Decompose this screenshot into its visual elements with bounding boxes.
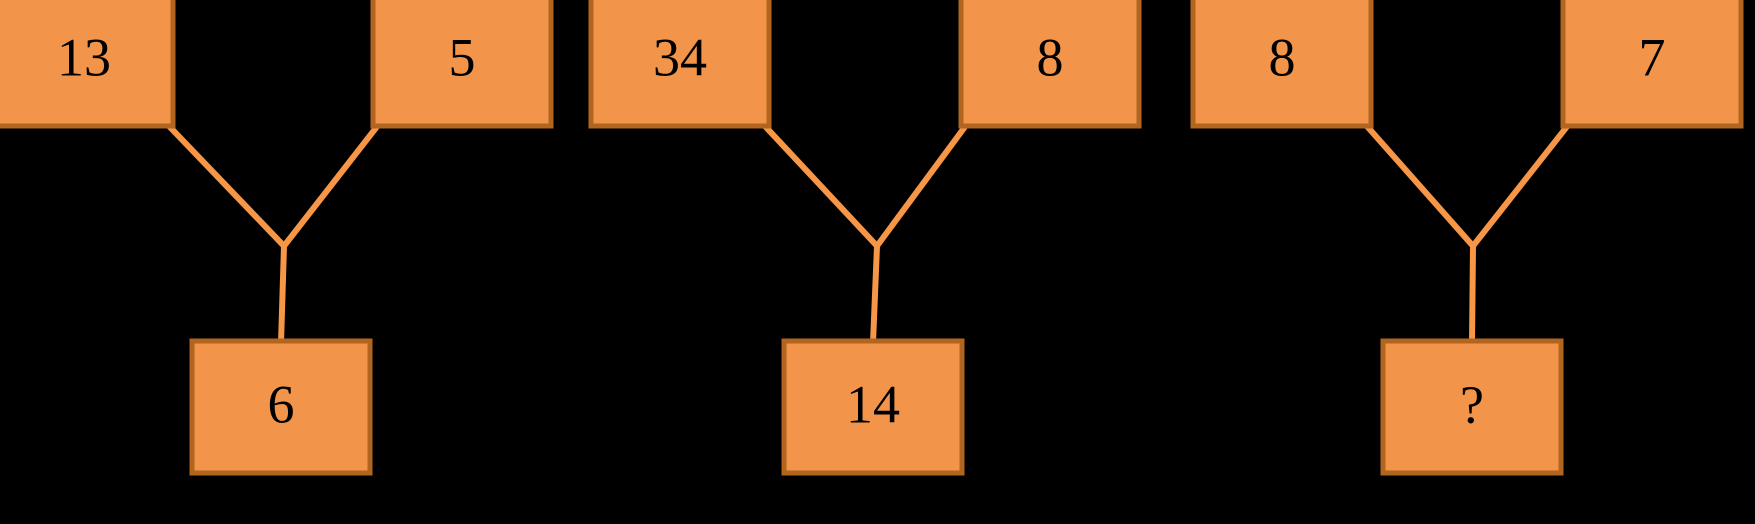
node-label: 6 (268, 374, 295, 434)
node-label: 7 (1639, 27, 1666, 87)
node-box[interactable] (588, 0, 772, 129)
node-label: 8 (1269, 27, 1296, 87)
node-child-2[interactable]: 14 (781, 338, 965, 476)
edge-right-3 (1470, 122, 1572, 248)
node-box[interactable] (370, 0, 554, 129)
edge-left-3 (1362, 122, 1476, 248)
edge-right-1 (281, 122, 382, 248)
node-label: ? (1460, 374, 1484, 434)
node-parent-left-3[interactable]: 8 (1190, 0, 1374, 129)
node-box[interactable] (781, 338, 965, 476)
node-box[interactable] (0, 0, 176, 129)
node-child-1[interactable]: 6 (189, 338, 373, 476)
node-label: 5 (449, 27, 476, 87)
node-box[interactable] (189, 338, 373, 476)
node-parent-right-2[interactable]: 8 (958, 0, 1142, 129)
node-child-3[interactable]: ? (1380, 338, 1564, 476)
edge-stem-3 (1469, 245, 1476, 344)
node-box[interactable] (1380, 338, 1564, 476)
node-parent-right-3[interactable]: 7 (1560, 0, 1744, 129)
node-label: 13 (57, 27, 111, 87)
node-label: 14 (846, 374, 900, 434)
node-parent-left-2[interactable]: 34 (588, 0, 772, 129)
edge-stem-2 (870, 245, 880, 344)
edges-layer (164, 121, 1572, 344)
nodes-layer: 13 5 6 34 8 14 8 7? (0, 0, 1744, 476)
edge-stem-1 (278, 245, 287, 344)
node-parent-left-1[interactable]: 13 (0, 0, 176, 129)
edge-left-2 (760, 121, 880, 249)
edge-left-1 (164, 121, 287, 249)
node-box[interactable] (958, 0, 1142, 129)
node-box[interactable] (1190, 0, 1374, 129)
node-parent-right-1[interactable]: 5 (370, 0, 554, 129)
node-box[interactable] (1560, 0, 1744, 129)
edge-right-2 (874, 122, 970, 248)
node-label: 34 (653, 27, 707, 87)
node-label: 8 (1037, 27, 1064, 87)
